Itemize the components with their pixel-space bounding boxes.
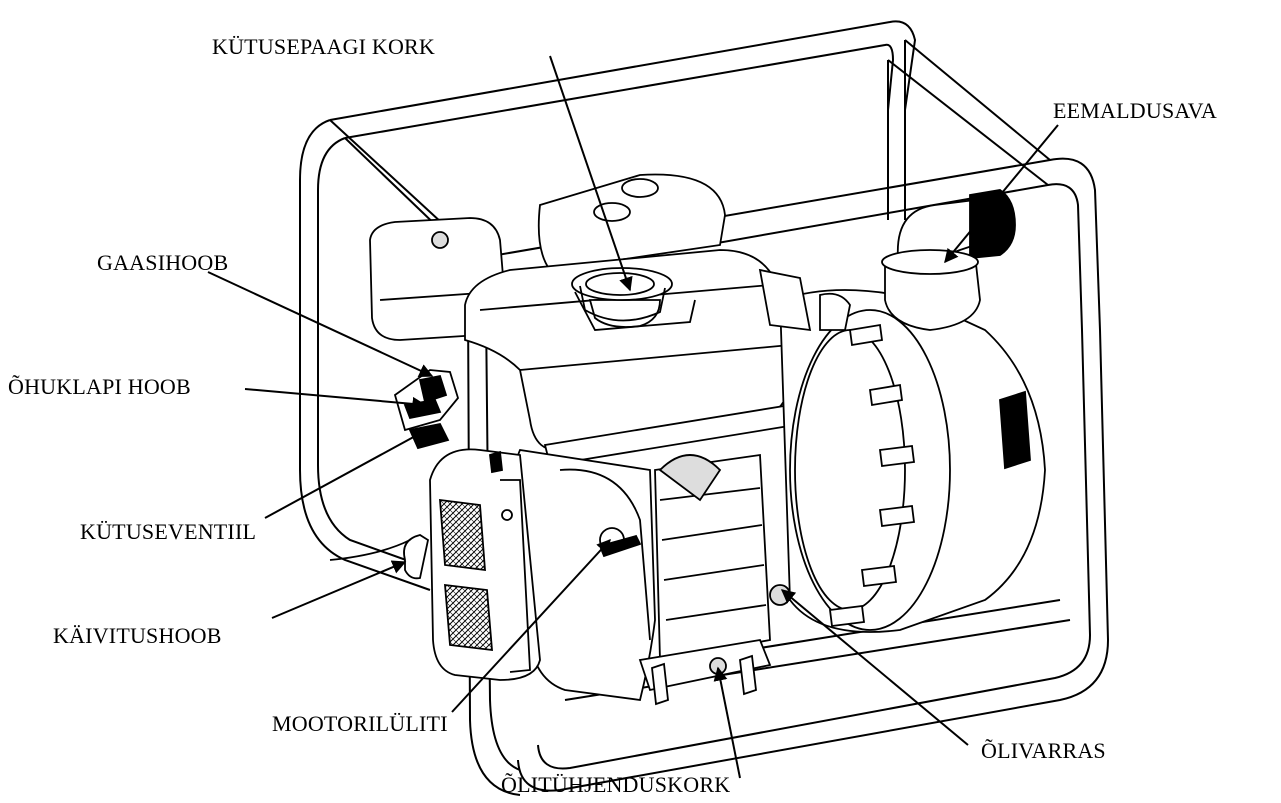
pump-housing: [758, 189, 1046, 633]
leader-engine-switch: [451, 538, 611, 713]
label-discharge-outlet: EEMALDUSAVA: [1053, 98, 1217, 123]
label-engine-switch: MOOTORILÜLITI: [272, 711, 448, 736]
leader-throttle-lever: [207, 271, 434, 378]
leader-recoil-starter: [271, 560, 407, 619]
label-throttle-lever: GAASIHOOB: [97, 250, 229, 275]
label-dipstick: ÕLIVARRAS: [981, 738, 1106, 763]
leader-oil-drain-plug: [713, 666, 741, 779]
leader-dipstick: [780, 589, 969, 746]
leader-discharge-outlet: [944, 124, 1059, 264]
leader-choke-lever: [244, 388, 427, 411]
leader-fuel-valve: [264, 427, 432, 519]
label-recoil-starter: KÄIVITUSHOOB: [53, 623, 222, 648]
label-oil-drain-plug: ÕLITÜHJENDUSKORK: [501, 772, 731, 797]
leader-lines: [207, 55, 1059, 779]
label-fuel-valve: KÜTUSEVENTIIL: [80, 519, 257, 544]
label-fuel-tank-cap: KÜTUSEPAAGI KORK: [212, 34, 436, 59]
engine: [329, 173, 797, 706]
leader-fuel-tank-cap: [549, 55, 633, 292]
label-choke-lever: ÕHUKLAPI HOOB: [8, 374, 191, 399]
